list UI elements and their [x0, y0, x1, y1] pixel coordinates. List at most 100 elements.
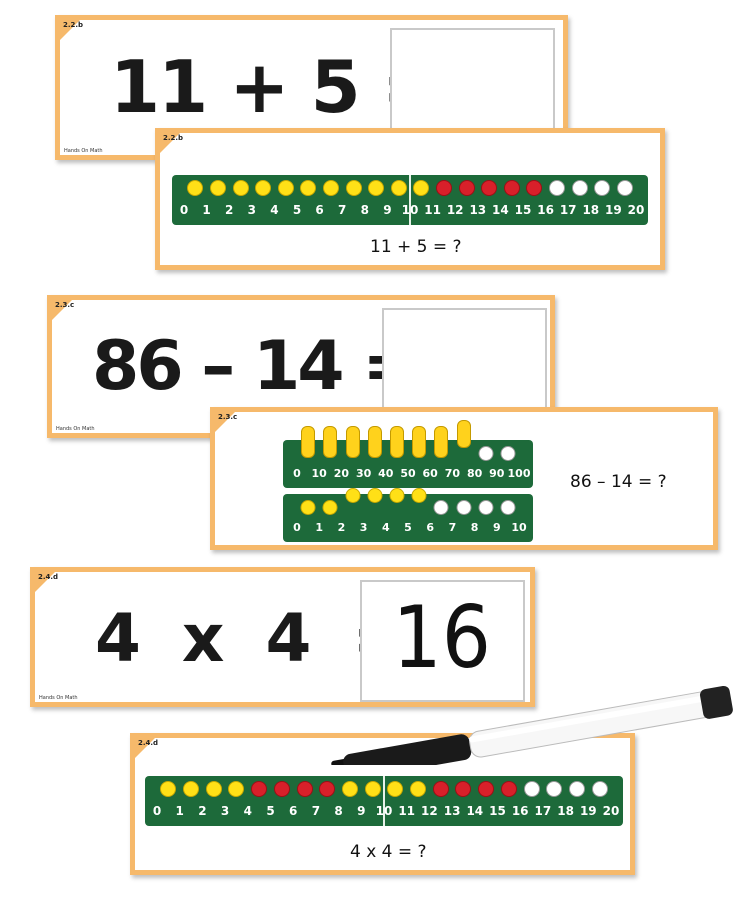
yellow-bead[interactable]	[410, 781, 427, 797]
ten-rod[interactable]	[345, 426, 360, 458]
white-bead[interactable]	[594, 180, 611, 196]
rack-number: 30	[355, 467, 372, 480]
yellow-bead[interactable]	[364, 781, 381, 797]
ten-rod[interactable]	[434, 426, 449, 458]
red-bead[interactable]	[251, 781, 268, 797]
lifted-bead[interactable]	[345, 488, 360, 503]
yellow-bead[interactable]	[413, 180, 430, 196]
white-bead[interactable]	[571, 180, 588, 196]
white-bead[interactable]	[433, 500, 449, 515]
rack-number: 4	[270, 203, 279, 217]
rack-number: 2	[225, 203, 234, 217]
yellow-bead[interactable]	[322, 180, 339, 196]
ten-rod[interactable]	[301, 426, 316, 458]
white-bead[interactable]	[546, 781, 563, 797]
rack-number: 12	[421, 804, 438, 818]
equation-card-5: 2.4.d 4 x 4 = 16 Hands On Math	[30, 567, 535, 707]
ten-rod[interactable]	[367, 426, 382, 458]
rack-number: 3	[359, 521, 368, 534]
equation-text: 4 x 4 =	[95, 600, 408, 677]
yellow-bead[interactable]	[187, 180, 204, 196]
yellow-bead[interactable]	[232, 180, 249, 196]
red-bead[interactable]	[481, 180, 498, 196]
red-bead[interactable]	[526, 180, 543, 196]
white-bead[interactable]	[478, 446, 494, 461]
brand-label: Hands On Math	[39, 695, 78, 701]
yellow-bead[interactable]	[183, 781, 200, 797]
rack-number: 40	[378, 467, 394, 480]
rack-number: 17	[559, 203, 577, 217]
red-bead[interactable]	[503, 180, 520, 196]
rack-number: 4	[381, 521, 390, 534]
ten-rod[interactable]	[389, 426, 404, 458]
rack-number: 5	[404, 521, 412, 534]
rack-number: 1	[315, 521, 324, 534]
card-code: 2.3.c	[218, 413, 238, 421]
white-bead[interactable]	[548, 180, 565, 196]
red-bead[interactable]	[478, 781, 495, 797]
rack-number: 20	[333, 467, 350, 480]
yellow-bead[interactable]	[228, 781, 245, 797]
rack-number: 10	[311, 467, 327, 480]
yellow-bead[interactable]	[160, 781, 177, 797]
red-bead[interactable]	[500, 781, 517, 797]
lifted-bead[interactable]	[367, 488, 383, 503]
white-bead[interactable]	[591, 781, 608, 797]
yellow-bead[interactable]	[368, 180, 385, 196]
dry-erase-marker-icon[interactable]	[315, 655, 750, 765]
white-bead[interactable]	[568, 781, 585, 797]
card-corner-icon	[59, 19, 81, 41]
red-bead[interactable]	[319, 781, 336, 797]
ten-rod[interactable]	[456, 420, 471, 448]
yellow-bead[interactable]	[209, 180, 226, 196]
rack-number: 11	[424, 203, 441, 217]
yellow-bead[interactable]	[341, 781, 358, 797]
rack-number: 11	[398, 804, 416, 818]
white-bead[interactable]	[523, 781, 540, 797]
card-corner-icon	[159, 132, 181, 154]
yellow-bead[interactable]	[322, 500, 338, 515]
rack-number: 20	[627, 203, 645, 217]
rack-number: 5	[266, 804, 275, 818]
rack-number: 10	[375, 804, 393, 818]
rack-number: 0	[293, 521, 301, 534]
yellow-bead[interactable]	[205, 781, 222, 797]
red-bead[interactable]	[435, 180, 452, 196]
red-bead[interactable]	[296, 781, 313, 797]
red-bead[interactable]	[458, 180, 475, 196]
yellow-bead[interactable]	[300, 180, 317, 196]
white-bead[interactable]	[616, 180, 633, 196]
red-bead[interactable]	[455, 781, 472, 797]
rack-number: 16	[537, 203, 554, 217]
rack-number: 19	[605, 203, 622, 217]
rack-number: 0	[293, 467, 301, 480]
rack-number: 15	[489, 804, 506, 818]
red-bead[interactable]	[273, 781, 290, 797]
ten-rod[interactable]	[412, 426, 427, 458]
rack-divider	[383, 776, 385, 826]
yellow-bead[interactable]	[387, 781, 404, 797]
white-bead[interactable]	[500, 446, 516, 461]
yellow-bead[interactable]	[255, 180, 272, 196]
lifted-bead[interactable]	[411, 488, 427, 503]
yellow-bead[interactable]	[345, 180, 362, 196]
yellow-bead[interactable]	[300, 500, 316, 515]
white-bead[interactable]	[500, 500, 516, 515]
rack-number: 17	[534, 804, 552, 818]
white-bead[interactable]	[478, 500, 494, 515]
yellow-bead[interactable]	[277, 180, 294, 196]
equation-text: 11 + 5 =	[110, 45, 442, 129]
rack-number: 60	[422, 467, 438, 480]
lifted-bead[interactable]	[389, 488, 405, 503]
rack-number: 7	[311, 804, 321, 818]
rack-number: 18	[557, 804, 574, 818]
white-bead[interactable]	[456, 500, 471, 515]
yellow-bead[interactable]	[390, 180, 407, 196]
ten-rod[interactable]	[323, 426, 338, 458]
rack-number: 10	[401, 203, 419, 217]
red-bead[interactable]	[432, 781, 449, 797]
answer-box[interactable]: 16	[360, 580, 525, 702]
